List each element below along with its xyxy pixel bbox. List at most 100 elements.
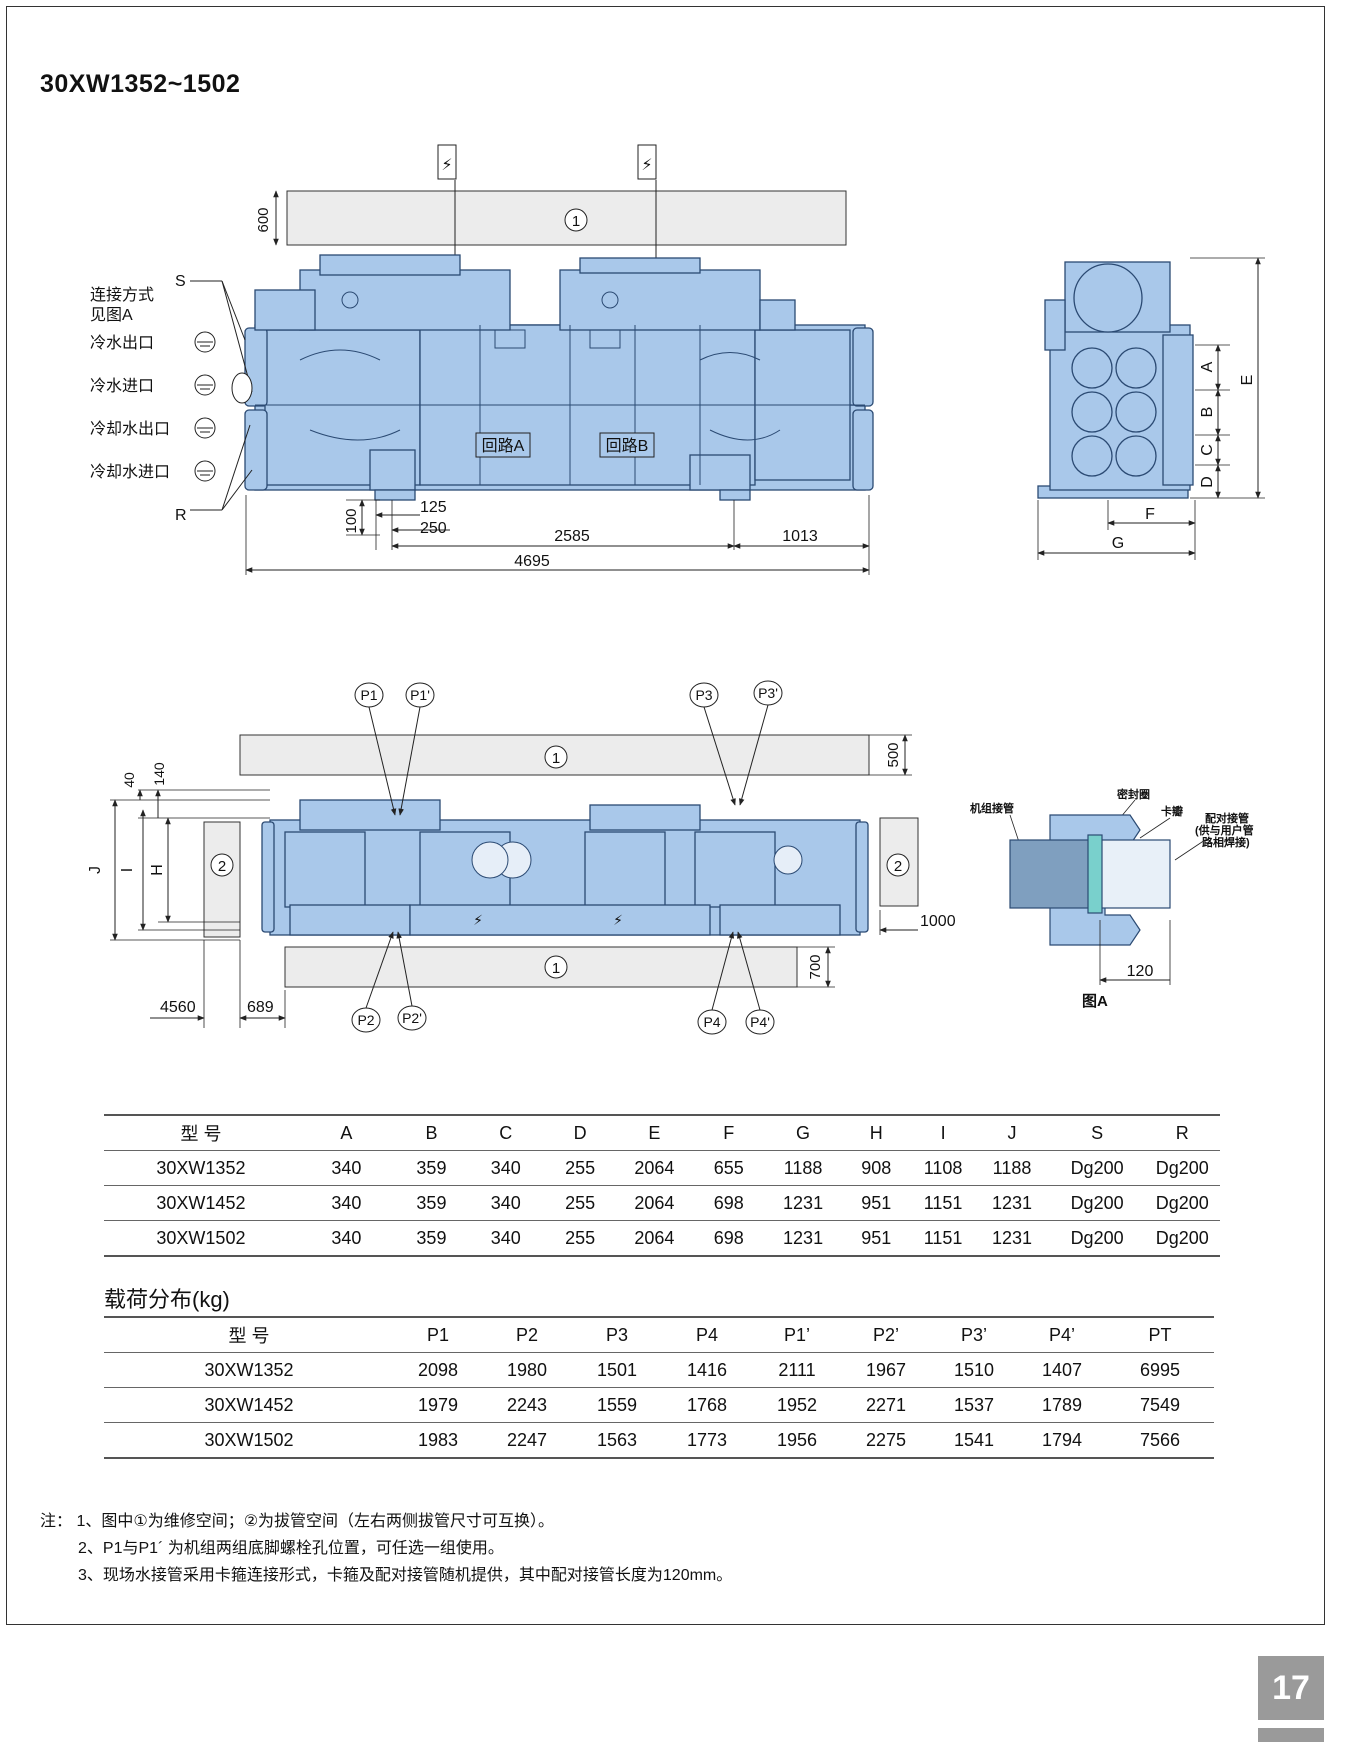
table-cell: 2064 [616, 1185, 693, 1221]
chiller-unit-front [244, 254, 874, 501]
chiller-unit-side [1037, 261, 1194, 499]
power-icon: ⚡ [441, 157, 452, 174]
table-cell: 1108 [911, 1150, 975, 1186]
callout-p1: P1 [360, 687, 377, 703]
chiller-unit-top [261, 799, 869, 936]
table-cell: 1789 [1018, 1387, 1106, 1423]
top-view: 1 1 2 2 ⚡ ⚡ [87, 680, 956, 1035]
side-letter-d: D [1199, 476, 1216, 488]
table-header: P1’ [752, 1316, 842, 1353]
table-header: H [840, 1114, 912, 1151]
table-row: 30XW1352 340 359 340 255 2064 655 1188 9… [104, 1150, 1220, 1186]
table-cell: 698 [692, 1185, 766, 1221]
dimension-table: 型 号 A B C D E F G H I J S R 30XW1352 340… [104, 1114, 1220, 1257]
table-cell: 2098 [394, 1352, 482, 1388]
table-cell: 1563 [572, 1422, 662, 1459]
table-cell: 951 [840, 1185, 912, 1221]
table-cell: 1510 [930, 1352, 1018, 1388]
dim-250: 250 [420, 520, 447, 537]
table-cell: 30XW1452 [104, 1185, 298, 1221]
table-row: 30XW1502 340 359 340 255 2064 698 1231 9… [104, 1220, 1220, 1257]
table-cell: 1794 [1018, 1422, 1106, 1459]
table-header: C [468, 1114, 544, 1151]
callout-p4: P4 [703, 1014, 720, 1030]
table-cell: 340 [468, 1150, 544, 1186]
table-header: P1 [394, 1316, 482, 1353]
table-header: J [974, 1114, 1050, 1151]
top-letter-i: I [119, 868, 136, 872]
table-cell: 1231 [765, 1220, 841, 1257]
table-cell: 359 [394, 1185, 469, 1221]
dim-4695: 4695 [514, 553, 550, 570]
table-cell: 1407 [1018, 1352, 1106, 1388]
table-cell: 1967 [842, 1352, 930, 1388]
circuit-a-box [475, 432, 531, 458]
table-cell: 255 [543, 1150, 617, 1186]
table-cell: 1188 [974, 1150, 1050, 1186]
tube-pull-space-left [203, 821, 241, 938]
table-cell: 2064 [616, 1150, 693, 1186]
power-box-right [637, 144, 657, 180]
table-cell: 30XW1352 [104, 1150, 298, 1186]
table-cell: 340 [468, 1220, 544, 1257]
table-cell: 359 [394, 1150, 469, 1186]
flow-direction-icon [194, 331, 216, 482]
dim-140: 140 [151, 762, 167, 786]
callout-p4-prime: P4' [750, 1014, 770, 1030]
figure-a-detail: 机组接管 密封圈 卡瓣 配对接管 (供与用户管 路相焊接) 120 图A [970, 787, 1254, 1010]
table-header: P3 [572, 1316, 662, 1353]
label-r: R [175, 507, 187, 524]
table-header-row: 型 号 P1 P2 P3 P4 P1’ P2’ P3’ P4’ PT [104, 1316, 1214, 1353]
table-header: F [692, 1114, 766, 1151]
table-cell: 698 [692, 1220, 766, 1257]
label-cooling-in: 冷却水进口 [90, 463, 170, 481]
top-letter-j: J [87, 866, 104, 874]
front-view: 1 ⚡ ⚡ 600 [90, 144, 874, 575]
table-cell: 655 [692, 1150, 766, 1186]
table-header: P2 [482, 1316, 572, 1353]
power-icon: ⚡ [473, 912, 483, 928]
table-cell: 30XW1452 [104, 1387, 394, 1423]
table-cell: 7549 [1106, 1387, 1214, 1423]
top-letter-h: H [149, 864, 166, 876]
dim-689: 689 [247, 999, 274, 1016]
table-cell: 1979 [394, 1387, 482, 1423]
table-cell: Dg200 [1049, 1185, 1145, 1221]
load-distribution-title: 载荷分布(kg) [104, 1287, 230, 1312]
circuit-b-label: 回路B [606, 437, 649, 455]
side-letter-g: G [1112, 535, 1124, 552]
table-cell: 359 [394, 1220, 469, 1257]
table-cell: 1151 [911, 1220, 975, 1257]
callout-p2: P2 [357, 1012, 374, 1028]
table-header: P2’ [842, 1316, 930, 1353]
dim-4560: 4560 [160, 999, 196, 1016]
page-number: 17 [1258, 1656, 1324, 1720]
dim-500: 500 [885, 742, 902, 767]
table-cell: 1231 [974, 1220, 1050, 1257]
mounting-point-callouts [351, 680, 783, 1035]
table-header: P3’ [930, 1316, 1018, 1353]
tube-pull-marker-2-label: 2 [894, 858, 902, 875]
fig-a-pair-pipe-note-1: (供与用户管 [1195, 823, 1254, 837]
tube-pull-marker-2-label: 2 [218, 858, 226, 875]
note-line-3: 3、现场水接管采用卡箍连接形式，卡箍及配对接管随机提供，其中配对接管长度为120… [78, 1567, 733, 1584]
service-marker-1-label: 1 [552, 960, 560, 977]
table-cell: 2275 [842, 1422, 930, 1459]
fig-a-unit-pipe: 机组接管 [970, 801, 1014, 815]
table-header: D [543, 1114, 617, 1151]
table-cell: 340 [297, 1220, 395, 1257]
table-row: 30XW1452 1979 2243 1559 1768 1952 2271 1… [104, 1387, 1214, 1423]
table-header: I [911, 1114, 975, 1151]
side-letter-f: F [1145, 506, 1155, 523]
technical-drawing: 1 ⚡ ⚡ 600 [87, 144, 1265, 1035]
table-header: E [616, 1114, 693, 1151]
table-cell: 30XW1352 [104, 1352, 394, 1388]
power-icon: ⚡ [613, 912, 623, 928]
table-cell: 908 [840, 1150, 912, 1186]
table-cell: 1983 [394, 1422, 482, 1459]
power-box-left [437, 144, 457, 180]
dim-100: 100 [343, 508, 360, 533]
table-header: G [765, 1114, 841, 1151]
label-chilled-in: 冷水进口 [90, 377, 154, 395]
callout-p2-prime: P2' [402, 1010, 422, 1026]
